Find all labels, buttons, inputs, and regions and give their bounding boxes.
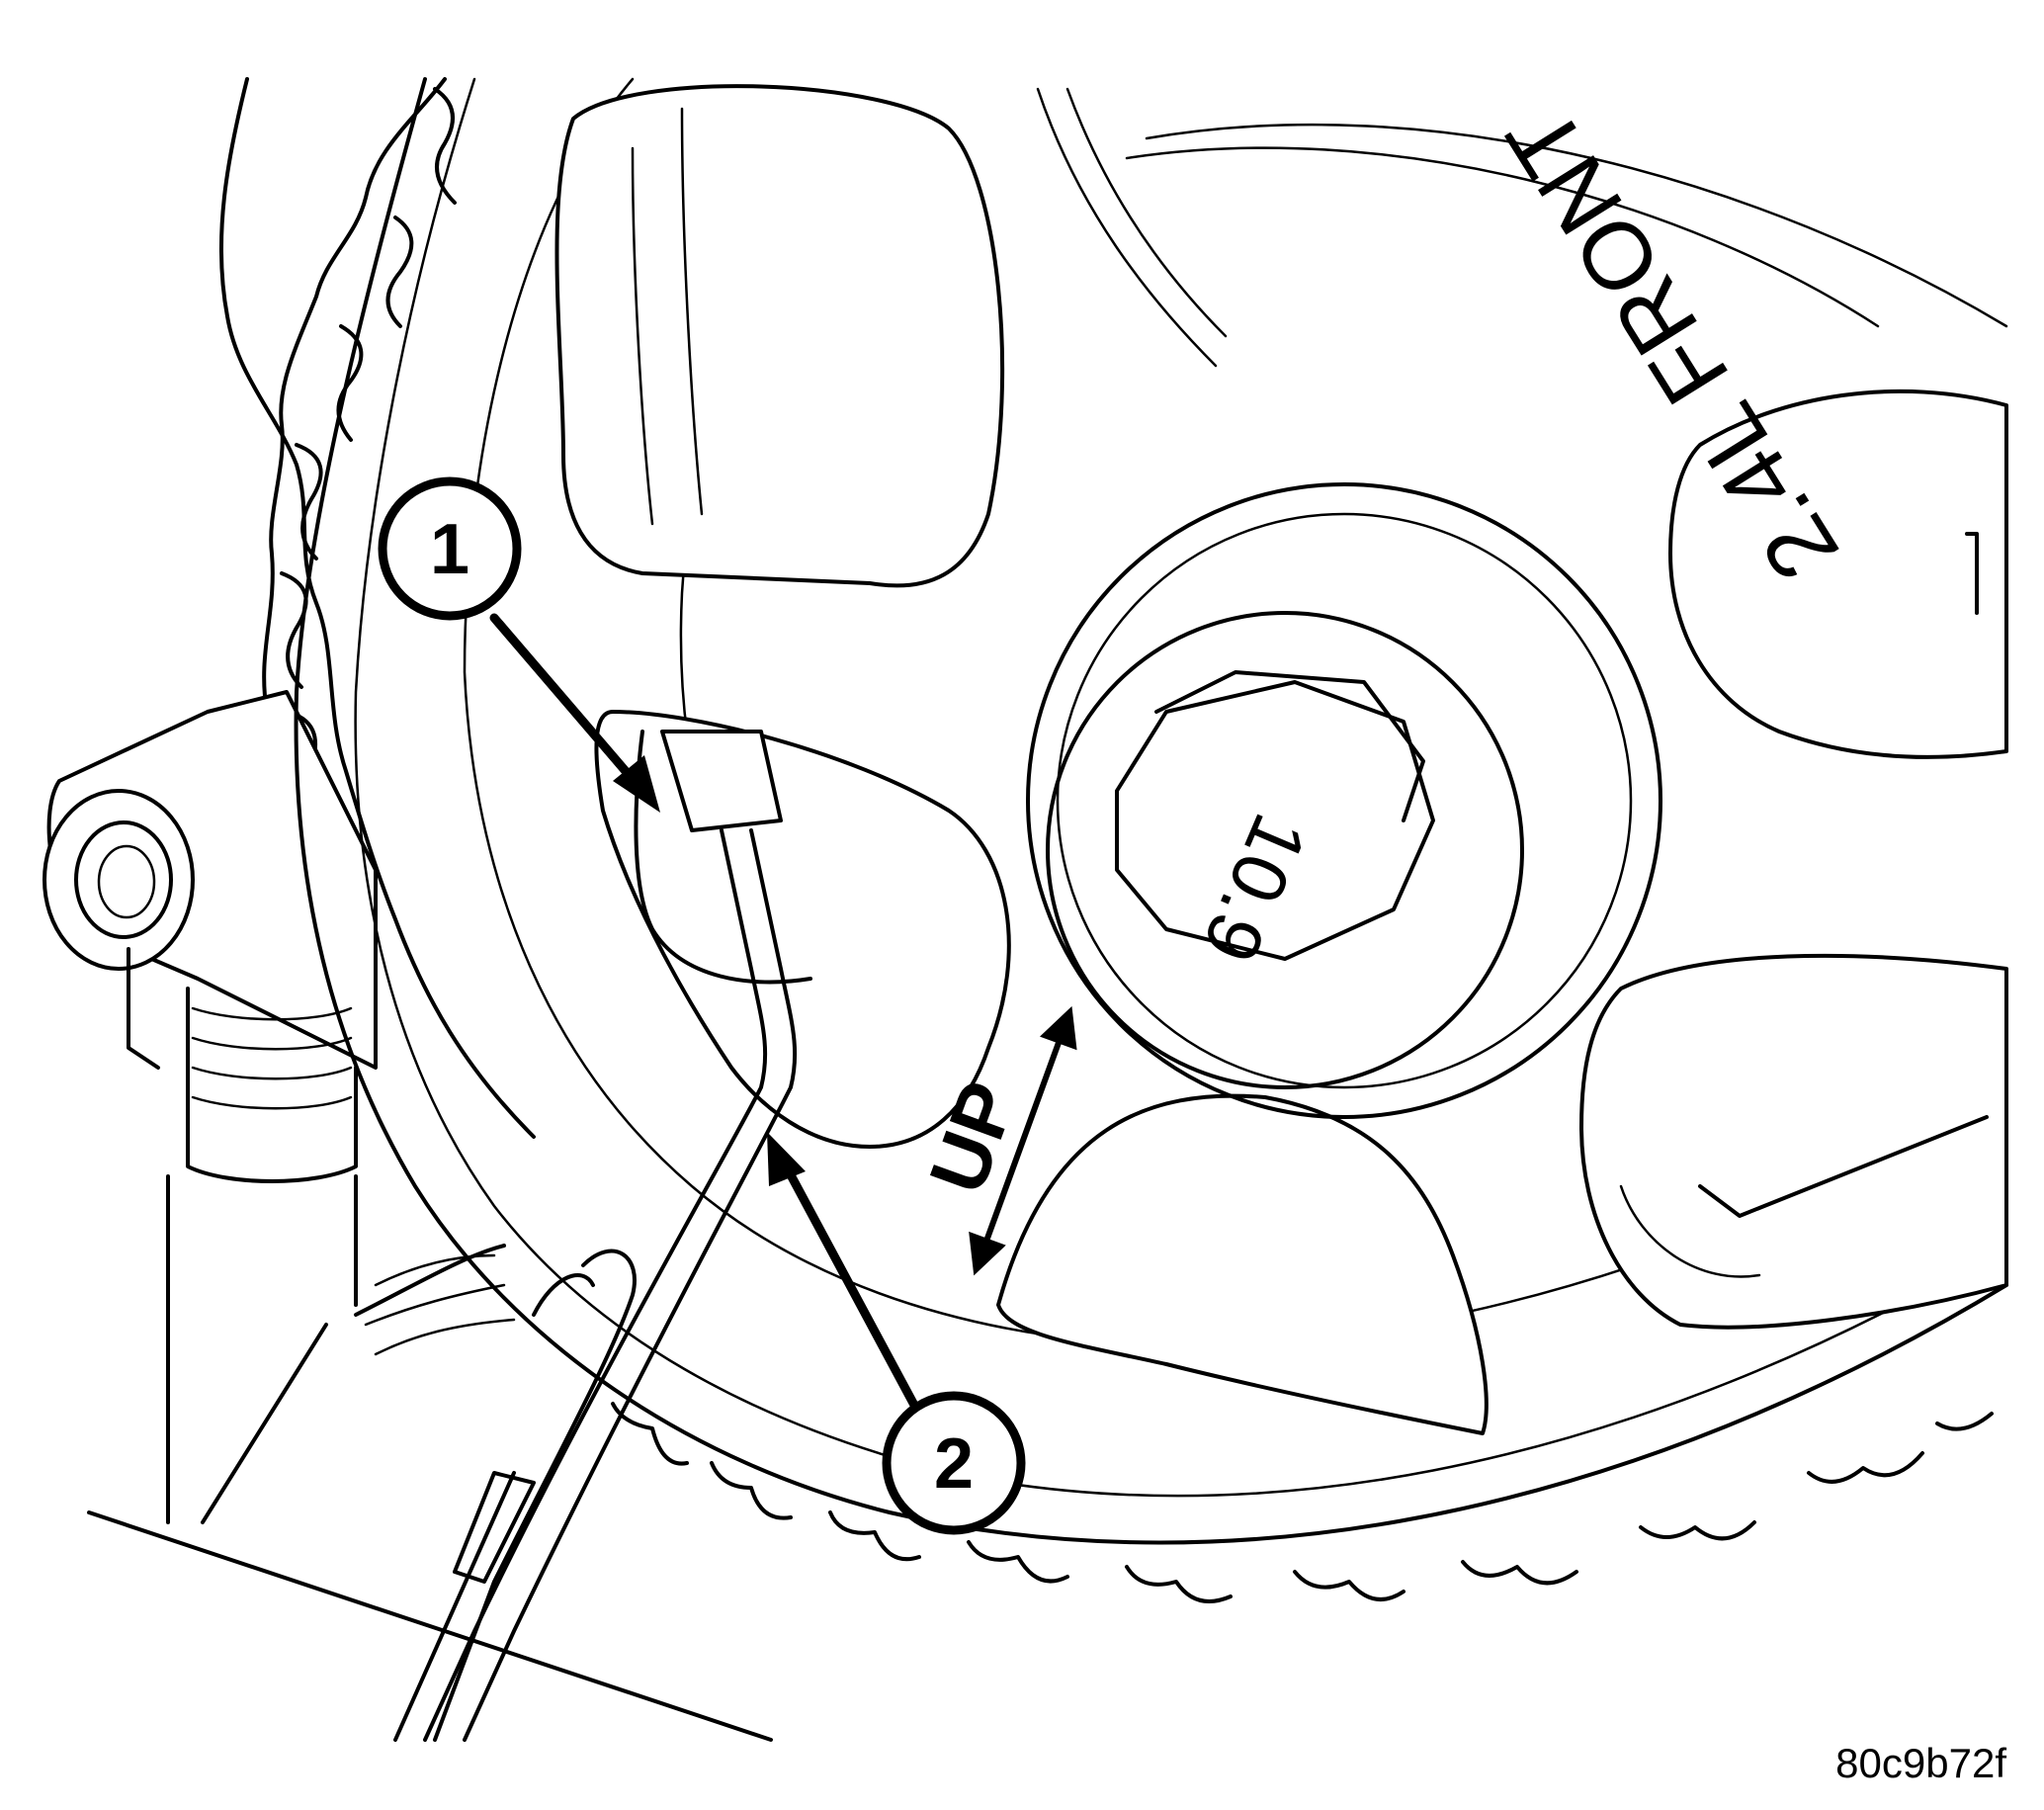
camshaft-sprocket xyxy=(294,77,2008,1603)
callout-1: 1 xyxy=(378,476,522,621)
timing-mark-tool xyxy=(393,730,812,1742)
leader-arrow-2 xyxy=(767,1132,929,1428)
direction-arrows xyxy=(969,1005,1077,1276)
callout-2-number: 2 xyxy=(934,1424,974,1504)
figure-code: 80c9b72f xyxy=(1835,1740,2006,1786)
tensioner-bracket xyxy=(43,690,773,1742)
callout-1-number: 1 xyxy=(430,510,469,589)
callout-2: 2 xyxy=(882,1391,1026,1535)
leader-arrow-1 xyxy=(489,613,660,813)
